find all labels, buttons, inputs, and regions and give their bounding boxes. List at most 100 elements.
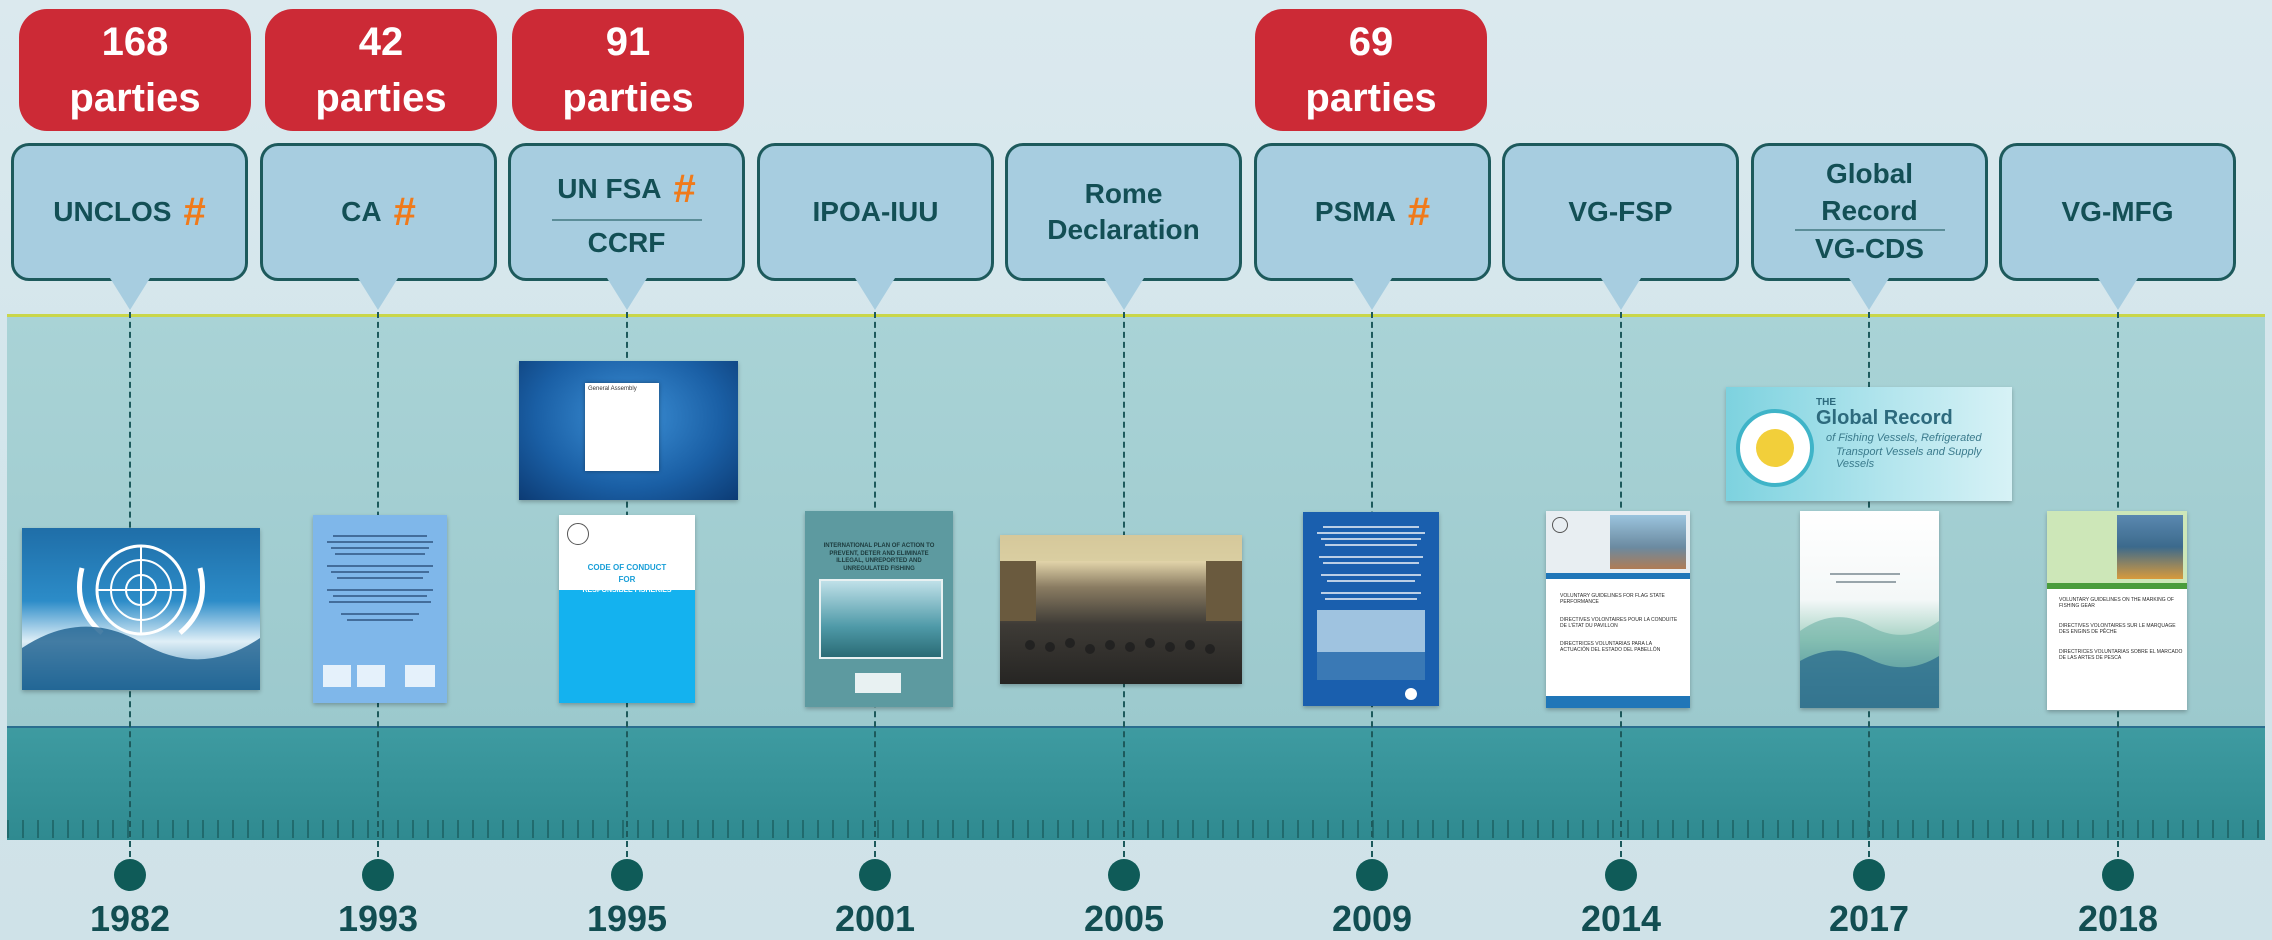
parties-badge-unclos: 168 parties [19,9,251,131]
callout-ca: CA # [260,143,497,281]
fishing-vessel-photo [819,579,943,659]
callout-global-record-vg-cds: Global Record VG-CDS [1751,143,1988,281]
timeline-marker [611,859,643,891]
hash-icon: # [673,166,696,211]
timeline-marker [114,859,146,891]
un-emblem-icon [22,544,260,690]
callout-psma: PSMA # [1254,143,1491,281]
timeline-marker [1108,859,1140,891]
parties-word: parties [315,76,447,120]
callout-unfsa-ccrf: UN FSA # CCRF [508,143,745,281]
timeline-marker [1356,859,1388,891]
callout-pointer [1352,278,1392,310]
callout-unclos: UNCLOS # [11,143,248,281]
label-divider [551,218,702,221]
parties-badge-psma: 69 parties [1255,9,1487,131]
event-label-line1: Rome [1084,177,1163,209]
parties-count: 91 [605,20,651,64]
year-label: 2018 [2077,898,2159,939]
event-label-secondary: VG-CDS [1815,233,1924,265]
harbour-photo [1610,515,1686,569]
callout-pointer [1601,278,1641,310]
callout-vg-fsp: VG-FSP [1502,143,1739,281]
fao-logo-icon [567,523,589,545]
conference-hall-photo [1000,535,1242,654]
un-document-page: General Assembly [585,383,659,471]
callout-ipoa-iuu: IPOA-IUU [757,143,994,281]
fishers-photo [2117,515,2183,579]
vg-mfg-title-es: DIRECTRICES VOLUNTARIAS SOBRE EL MARCADO… [2059,649,2183,662]
year-label: 2017 [1828,898,1910,939]
cover-stripe [2047,583,2187,589]
parties-count: 69 [1348,20,1394,64]
parties-word: parties [69,76,201,120]
fao-logo-icon [1552,517,1568,533]
wave-illustration [1800,573,1939,708]
global-record-title: Global Record [1816,407,1953,429]
hash-icon: # [393,190,416,234]
callout-pointer [1104,278,1144,310]
vg-fsp-title-fr: DIRECTIVES VOLONTAIRES POUR LA CONDUITE … [1560,617,1678,630]
timeline-marker [2102,859,2134,891]
unclos-thumbnail [22,528,260,690]
hash-icon: # [1407,190,1431,234]
cover-footer-band [1546,696,1690,708]
ccrf-title-line1: CODE OF CONDUCT [587,563,667,572]
event-label: VG-FSP [1568,195,1673,227]
hash-icon: # [183,190,206,234]
event-label: CA [341,195,382,227]
timeline-ruler [7,820,2265,838]
document-text-lines [323,535,435,687]
ccrf-title-line3: RESPONSIBLE FISHERIES [582,587,672,594]
event-label-secondary: CCRF [587,226,666,258]
global-record-subtitle-2: Transport Vessels and Supply Vessels [1836,446,1982,470]
global-record-banner: THE Global Record of Fishing Vessels, Re… [1726,387,2012,501]
year-label: 2009 [1331,898,1413,939]
event-label: UNCLOS [53,195,172,227]
callout-pointer [110,278,150,310]
callout-pointer [855,278,895,310]
event-label-line2: Declaration [1047,214,1200,245]
parties-badge-unfsa: 91 parties [512,9,744,131]
vg-fsp-cover-thumbnail: VOLUNTARY GUIDELINES FOR FLAG STATE PERF… [1546,511,1690,708]
event-label: PSMA [1314,195,1396,227]
year-label: 1993 [337,898,419,939]
vg-cds-cover-thumbnail [1800,511,1939,708]
cover-stripe [1546,573,1690,579]
fao-logos [855,673,901,693]
event-label: IPOA-IUU [812,195,939,227]
global-record-subtitle-1: of Fishing Vessels, Refrigerated [1826,432,1982,444]
vg-mfg-title-fr: DIRECTIVES VOLONTAIRES SUR LE MARQUAGE D… [2059,623,2176,636]
vg-fsp-title-en: VOLUNTARY GUIDELINES FOR FLAG STATE PERF… [1560,593,1665,606]
psma-cover-thumbnail [1303,512,1439,706]
callout-pointer [358,278,398,310]
parties-word: parties [1305,76,1437,120]
event-label-line1: Global [1825,158,1914,190]
event-label-line2: Record [1821,194,1918,226]
callout-pointer [1849,278,1889,310]
ca-document-thumbnail [313,515,447,703]
year-label: 2005 [1083,898,1165,939]
timeline-marker [859,859,891,891]
timeline-marker [1605,859,1637,891]
vg-fsp-title-es: DIRECTRICES VOLUNTARIAS PARA LA ACTUACIÓ… [1560,641,1661,654]
un-fsa-thumbnail: General Assembly [519,361,738,500]
parties-word: parties [562,76,694,120]
event-label: VG-MFG [2061,195,2174,227]
global-record-the: THE [1816,397,1836,408]
callout-rome-declaration: Rome Declaration [1005,143,1242,281]
year-label: 2014 [1580,898,1662,939]
callout-pointer [2098,278,2138,310]
vg-mfg-title-en: VOLUNTARY GUIDELINES ON THE MARKING OF F… [2059,597,2174,610]
year-label: 1995 [586,898,668,939]
parties-count: 42 [358,20,404,64]
global-record-logo-icon [1736,409,1814,487]
vg-mfg-cover-thumbnail: VOLUNTARY GUIDELINES ON THE MARKING OF F… [2047,511,2187,710]
ccrf-title-line2: FOR [618,575,636,584]
rome-declaration-photo [1000,535,1242,684]
callout-vg-mfg: VG-MFG [1999,143,2236,281]
vessel-icon [1756,429,1794,467]
parties-badge-ca: 42 parties [265,9,497,131]
ipoa-title: INTERNATIONAL PLAN OF ACTION TO PREVENT,… [823,543,935,572]
